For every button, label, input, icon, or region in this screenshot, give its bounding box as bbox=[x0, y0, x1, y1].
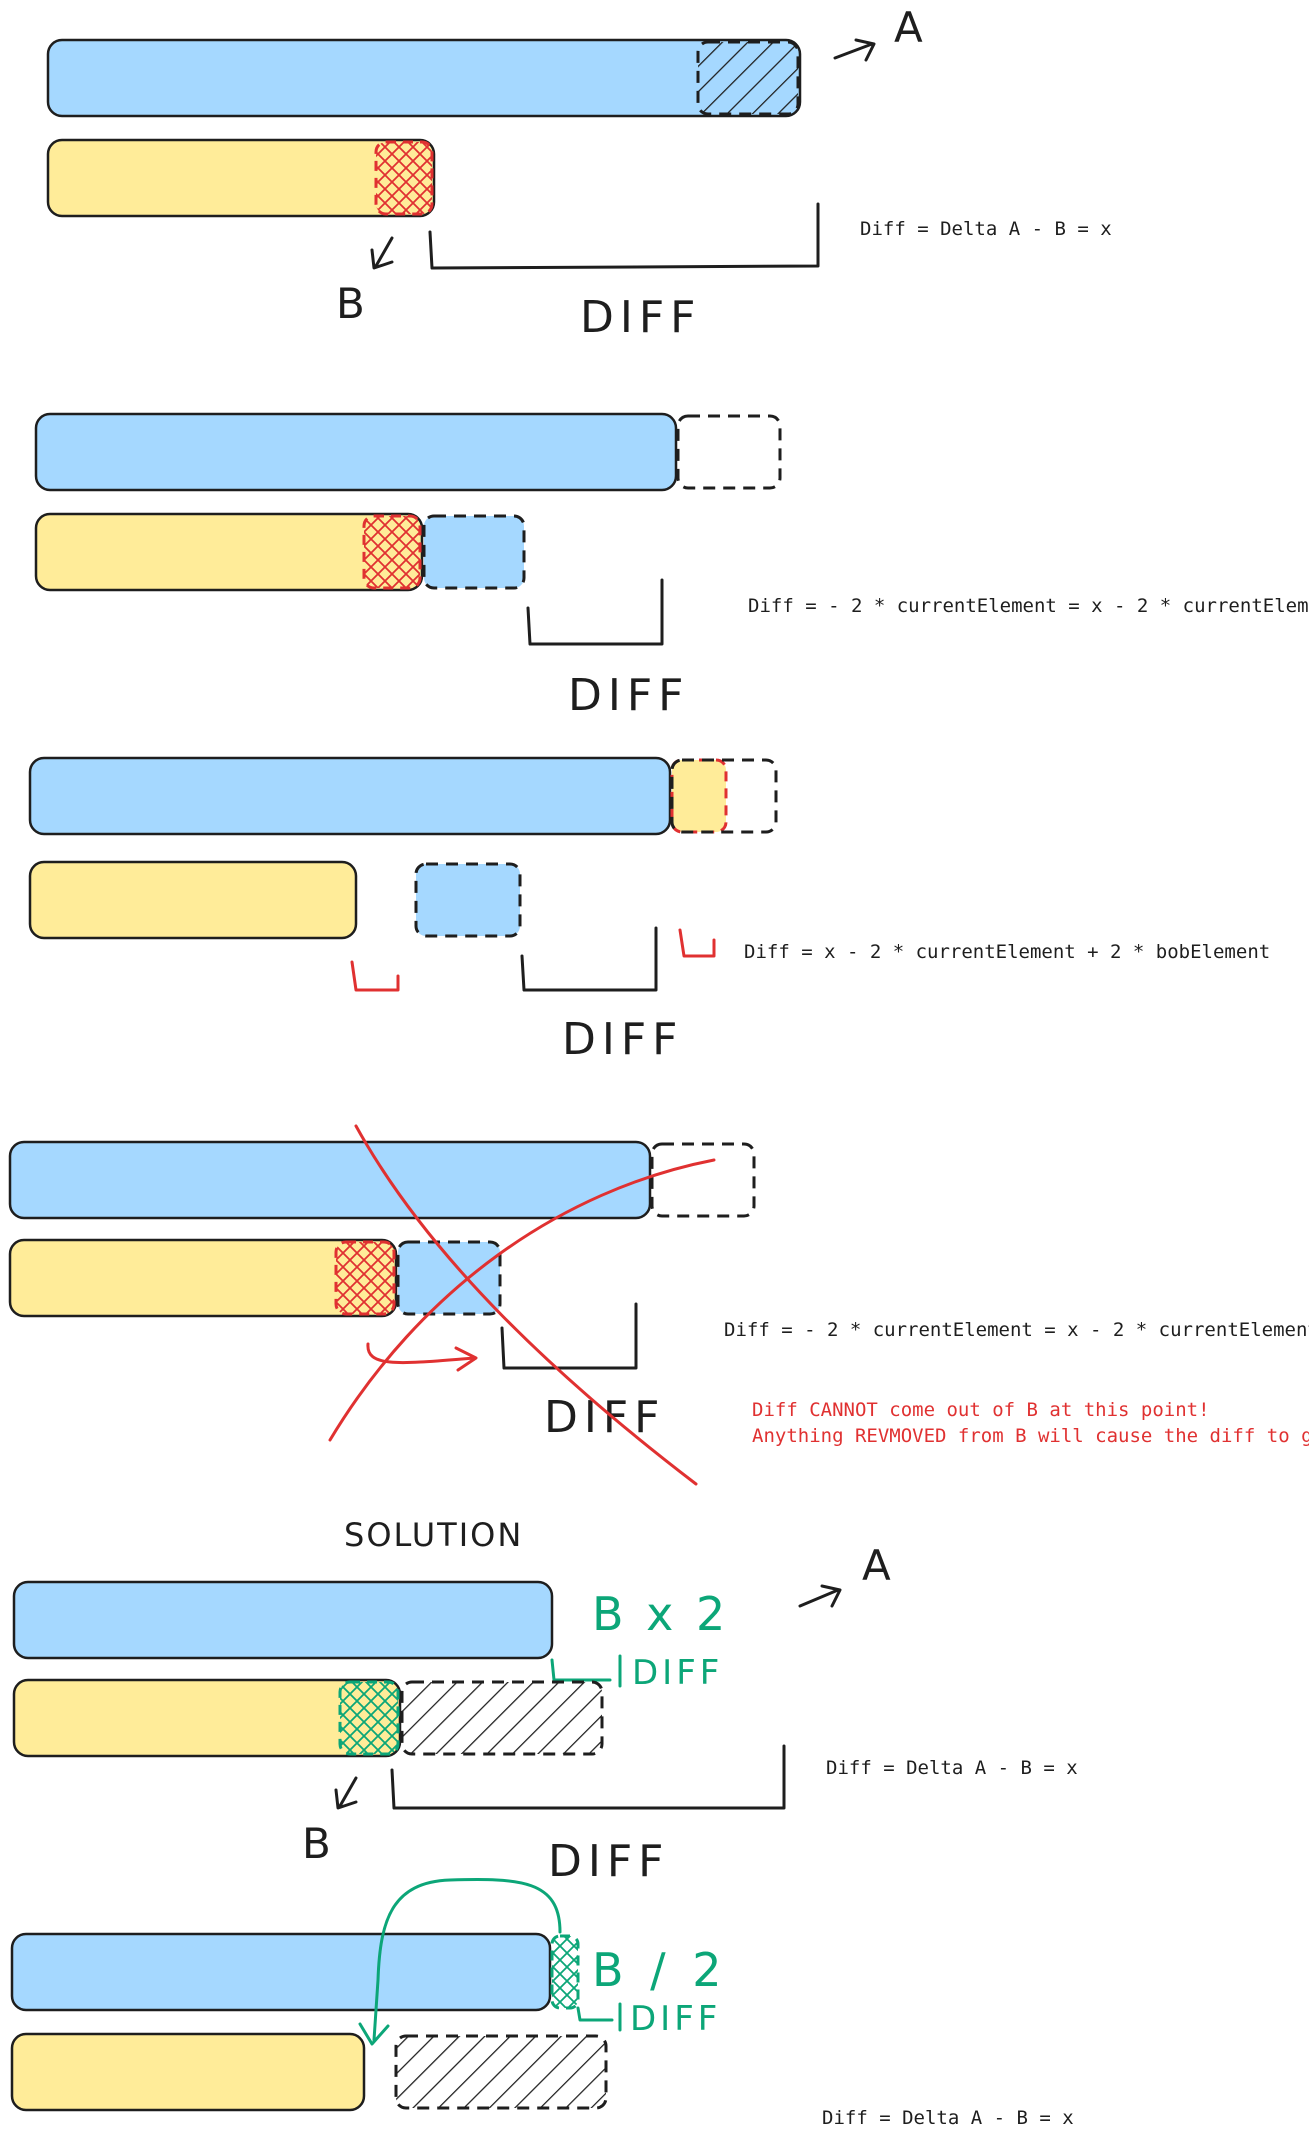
moved-blue-dashed-outline bbox=[422, 514, 526, 590]
dashed-red-segment-b bbox=[374, 140, 434, 216]
arrow-to-a bbox=[798, 1584, 842, 1608]
dashed-segment-a bbox=[670, 758, 778, 834]
arrow-to-a bbox=[833, 38, 876, 62]
dashed-red-swap-segment bbox=[670, 758, 728, 834]
dashed-segment-a bbox=[696, 40, 800, 116]
moved-blue-dashed-outline bbox=[396, 1240, 502, 1316]
section-1: A B DIFF Diff = Delta A - B = x bbox=[46, 3, 1112, 343]
diff-bracket bbox=[428, 202, 820, 270]
moved-blue-segment bbox=[416, 864, 520, 936]
dashed-segment-b-outline bbox=[394, 2034, 608, 2110]
crosshatch-green-segment-a bbox=[552, 1936, 578, 2008]
label-b-times-2: B x 2 bbox=[592, 1587, 729, 1641]
bar-a bbox=[28, 756, 672, 836]
hatched-extension bbox=[402, 1682, 602, 1754]
warning-line-2: Anything REVMOVED from B will cause the … bbox=[752, 1425, 1309, 1447]
dashed-red-segment-b bbox=[334, 1240, 396, 1316]
section-5: A B x 2 DIFF B DIFF Diff = Delta A - B =… bbox=[12, 1541, 1078, 1887]
bar-a bbox=[46, 38, 802, 118]
green-diff-bracket bbox=[576, 2002, 622, 2032]
label-green-diff: DIFF bbox=[632, 1653, 723, 1693]
moved-blue-segment bbox=[424, 516, 524, 588]
bar-b bbox=[34, 512, 424, 592]
hatched-segment-a bbox=[698, 42, 798, 114]
cross-out-stroke-1 bbox=[354, 1124, 698, 1486]
crosshatch-segment-b bbox=[376, 142, 432, 214]
solution-heading: SOLUTION bbox=[344, 1516, 523, 1554]
diff-bracket bbox=[390, 1744, 786, 1810]
yellow-swap-segment bbox=[672, 760, 726, 832]
bar-a bbox=[10, 1932, 552, 2012]
warning-line-1: Diff CANNOT come out of B at this point! bbox=[752, 1399, 1210, 1421]
label-b-div-2: B / 2 bbox=[592, 1943, 728, 1997]
dashed-segment-a bbox=[676, 414, 782, 490]
red-move-arrow bbox=[366, 1342, 478, 1372]
equation-2: Diff = - 2 * currentElement = x - 2 * cu… bbox=[748, 595, 1309, 617]
bar-b bbox=[12, 1678, 402, 1758]
section-3: DIFF Diff = x - 2 * currentElement + 2 *… bbox=[28, 756, 1270, 1065]
label-a: A bbox=[894, 3, 923, 52]
diff-bracket bbox=[526, 578, 664, 646]
hatched-segment-b bbox=[396, 2036, 606, 2108]
bar-a bbox=[12, 1580, 554, 1660]
arrow-to-b bbox=[334, 1776, 358, 1810]
section-2: DIFF Diff = - 2 * currentElement = x - 2… bbox=[34, 412, 1309, 721]
cross-out-stroke-2 bbox=[328, 1158, 716, 1442]
equation-3: Diff = x - 2 * currentElement + 2 * bobE… bbox=[744, 941, 1270, 963]
red-bracket-left bbox=[350, 960, 400, 992]
moved-blue-segment bbox=[398, 1242, 500, 1314]
crosshatch-segment-b bbox=[336, 1242, 394, 1314]
label-diff: DIFF bbox=[562, 1014, 683, 1065]
label-diff: DIFF bbox=[548, 1836, 669, 1887]
green-loop-arrow bbox=[358, 1878, 562, 2046]
red-bracket-right bbox=[678, 928, 716, 958]
equation-6: Diff = Delta A - B = x bbox=[822, 2107, 1074, 2129]
crosshatch-segment-b bbox=[364, 516, 420, 588]
equation-5: Diff = Delta A - B = x bbox=[826, 1757, 1078, 1779]
diff-bracket bbox=[520, 926, 658, 992]
bar-a bbox=[34, 412, 678, 492]
dashed-red-segment-b bbox=[362, 514, 422, 590]
diff-bracket bbox=[500, 1302, 638, 1370]
dashed-green-segment-a bbox=[550, 1934, 580, 2010]
dashed-extension-outline bbox=[400, 1680, 604, 1756]
moved-blue-dashed-outline bbox=[414, 862, 522, 938]
label-green-diff: DIFF bbox=[630, 1999, 721, 2039]
label-diff: DIFF bbox=[580, 292, 701, 343]
label-a: A bbox=[862, 1541, 891, 1590]
equation-4: Diff = - 2 * currentElement = x - 2 * cu… bbox=[724, 1319, 1309, 1341]
section-4: DIFF Diff = - 2 * currentElement = x - 2… bbox=[8, 1124, 1309, 1486]
bar-b bbox=[8, 1238, 398, 1318]
label-b: B bbox=[302, 1819, 331, 1868]
arrow-to-b bbox=[370, 236, 394, 270]
crosshatch-green-segment-b bbox=[340, 1682, 398, 1754]
label-diff: DIFF bbox=[568, 670, 689, 721]
label-b: B bbox=[336, 279, 365, 328]
bar-b bbox=[28, 860, 358, 940]
label-diff: DIFF bbox=[544, 1392, 665, 1443]
green-diff-bracket bbox=[550, 1654, 622, 1688]
equation-1: Diff = Delta A - B = x bbox=[860, 218, 1112, 240]
bar-b bbox=[46, 138, 436, 218]
bar-b bbox=[10, 2032, 366, 2112]
bar-a bbox=[8, 1140, 652, 1220]
dashed-green-segment-b bbox=[338, 1680, 400, 1756]
section-6: B / 2 DIFF Diff = Delta A - B = x bbox=[10, 1878, 1074, 2129]
dashed-segment-a bbox=[650, 1142, 756, 1218]
